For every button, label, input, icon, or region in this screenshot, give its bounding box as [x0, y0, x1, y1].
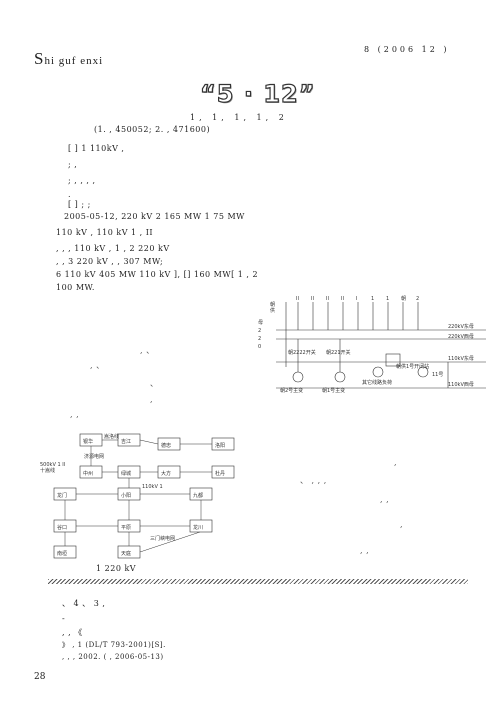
- station-box: 德忠: [161, 442, 171, 449]
- station-box: 龙川: [193, 524, 203, 531]
- transformer-label: 朝1号主变: [322, 387, 345, 394]
- line-label: 三门峡电网: [150, 535, 175, 542]
- station-box: 谷口: [57, 524, 67, 531]
- svg-text:2: 2: [258, 328, 261, 334]
- line-label: 济源电网: [84, 453, 104, 460]
- switch-label: 朝221开关: [326, 349, 351, 356]
- transformer-label: 朝供1号开闭站: [396, 363, 429, 370]
- page-number: 28: [34, 672, 46, 682]
- svg-text:供: 供: [270, 307, 275, 314]
- svg-text:母: 母: [258, 320, 263, 326]
- text-fragment: , 、: [90, 361, 105, 370]
- bus-label: 110kV西母: [448, 382, 474, 388]
- keywords: [ ] ; ;: [68, 200, 91, 209]
- svg-text:1: 1: [386, 296, 389, 302]
- abstract-line: ; , , , ,: [68, 176, 96, 185]
- station-box: 天庭: [121, 550, 131, 557]
- station-box: 银华: [83, 438, 93, 445]
- bottom-line: 、 4 、 3 ,: [62, 599, 106, 608]
- issue-info: 8 (2006 12 ): [364, 45, 450, 54]
- svg-text:II: II: [311, 296, 314, 302]
- svg-text:2: 2: [258, 336, 261, 342]
- svg-text:朝: 朝: [270, 302, 275, 308]
- svg-text:I: I: [356, 296, 357, 302]
- bottom-line: -: [62, 614, 66, 623]
- text-fragment: , ,: [360, 546, 370, 555]
- svg-text:II: II: [341, 296, 344, 302]
- transformer-label: 其它线路负荷: [362, 379, 392, 386]
- body-line: 6 110 kV 405 MW 110 kV ], [] 160 MW[ 1 ,…: [56, 270, 259, 279]
- author-marks: 1, 1, 1, 1, 2: [190, 113, 288, 122]
- body-line: 100 MW.: [56, 283, 95, 292]
- svg-text:II: II: [326, 296, 329, 302]
- bus-label: 220kV东母: [448, 323, 474, 330]
- abstract-line: .: [68, 190, 72, 199]
- text-fragment: ,: [394, 458, 398, 467]
- transformer-label: 朝2号主变: [280, 387, 303, 394]
- line-label: 110kV 1: [142, 484, 163, 490]
- station-box: 龙门: [57, 492, 67, 499]
- body-line: , , , 110 kV , 1 , 2 220 kV: [56, 244, 170, 253]
- small-label: 11号: [432, 372, 443, 378]
- station-box: 杜丹: [215, 470, 225, 477]
- abstract-line: ; ,: [68, 160, 78, 169]
- station-box: 大方: [161, 470, 171, 477]
- body-line: 2005-05-12, 220 kV 2 165 MW 1 75 MW: [64, 212, 245, 221]
- station-box: 洛阳: [215, 442, 225, 449]
- station-box: 吉江: [121, 438, 131, 445]
- text-fragment: ,: [400, 520, 404, 529]
- reference-line: , , , 2002. ( , 2006-05-13): [62, 653, 164, 661]
- bus-label: 110kV东母: [448, 355, 474, 362]
- side-label: 十嵩线: [40, 467, 55, 474]
- svg-text:0: 0: [258, 344, 261, 350]
- side-label: 500kV 1 II: [40, 462, 65, 468]
- abstract-line: [ ] 1 110kV ,: [68, 144, 125, 153]
- station-box: 小阳: [121, 492, 131, 499]
- station-box: 南垣: [57, 550, 67, 557]
- svg-text:朝: 朝: [401, 296, 406, 302]
- svg-text:2: 2: [416, 296, 419, 302]
- text-fragment: 、: [150, 379, 159, 388]
- station-box: 中州: [83, 470, 93, 477]
- station-box: 九都: [193, 492, 203, 499]
- station-box: 绿城: [121, 470, 131, 477]
- network-diagram: 银华 吉江 德忠 洛阳 中州 绿城 大方 杜丹 龙门 小阳 九都 谷口 平原 龙…: [40, 433, 235, 559]
- author-affiliation: (1. , 450052; 2. , 471600): [94, 125, 211, 134]
- reference-line: 》 , 1 (DL/T 793-2001)[S].: [62, 641, 166, 649]
- article-title: “5 · 12”: [199, 79, 316, 108]
- text-fragment: , ,: [70, 410, 80, 419]
- figure-caption: 1 220 kV: [96, 564, 137, 573]
- text-fragment: 、 , , ,: [300, 476, 327, 485]
- text-fragment: , ,: [380, 495, 390, 504]
- line-label: 嵩洛线: [104, 433, 119, 440]
- body-line: , , 3 220 kV , , 307 MW;: [56, 257, 164, 266]
- svg-text:1: 1: [371, 296, 374, 302]
- station-box: 平原: [121, 525, 131, 531]
- switch-label: 朝2222开关: [288, 349, 316, 356]
- bottom-line: , , 《: [62, 628, 83, 637]
- text-fragment: ,: [150, 395, 154, 404]
- text-fragment: , 、: [140, 346, 155, 355]
- body-line: 110 kV , 110 kV 1 , II: [56, 228, 154, 237]
- svg-text:II: II: [296, 296, 299, 302]
- bus-label: 220kV西母: [448, 334, 474, 340]
- journal-logo: Shi guf enxi: [34, 49, 104, 68]
- section-divider: [48, 579, 468, 584]
